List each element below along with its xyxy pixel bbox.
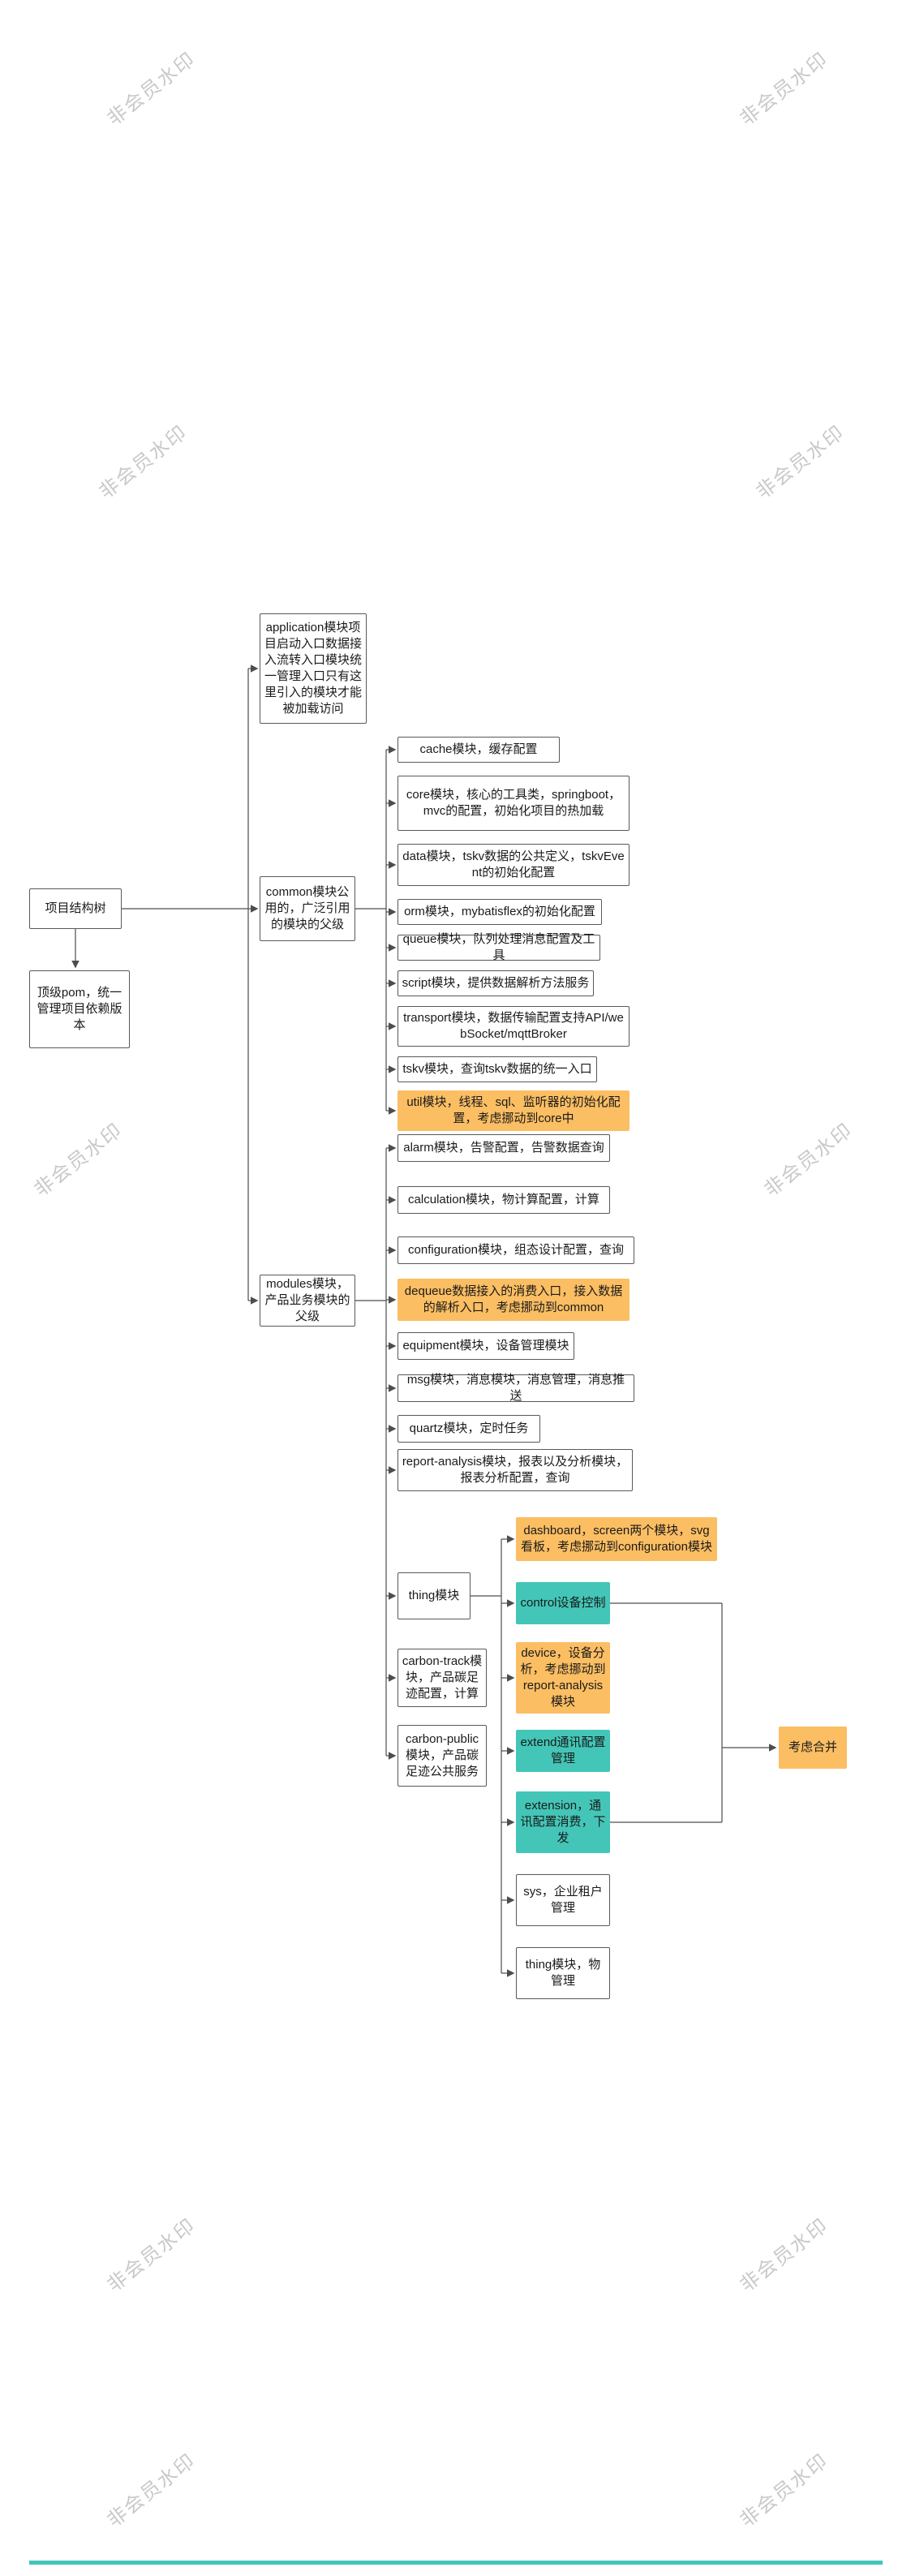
node-transport: transport模块，数据传输配置支持API/webSocket/mqttBr…	[397, 1006, 630, 1047]
node-configuration: configuration模块，组态设计配置，查询	[397, 1236, 634, 1264]
node-thing-parent: thing模块	[397, 1572, 471, 1619]
node-carbon-public: carbon-public模块，产品碳足迹公共服务	[397, 1725, 487, 1787]
watermark-text: 非会员水印	[103, 2449, 200, 2532]
node-extend: extend通讯配置管理	[516, 1730, 610, 1772]
node-thing: thing模块，物管理	[516, 1947, 610, 1999]
node-device: device，设备分析，考虑挪动到report-analysis模块	[516, 1642, 610, 1714]
node-pom: 顶级pom，统一管理项目依赖版本	[29, 970, 130, 1048]
node-calculation: calculation模块，物计算配置，计算	[397, 1186, 610, 1214]
node-application: application模块项目启动入口数据接入流转入口模块统一管理入口只有这里引…	[260, 613, 367, 724]
node-quartz: quartz模块，定时任务	[397, 1415, 540, 1443]
node-data: data模块，tskv数据的公共定义，tskvEvent的初始化配置	[397, 844, 630, 886]
node-dashboard: dashboard，screen两个模块，svg看板，考虑挪动到configur…	[516, 1517, 717, 1561]
node-dequeue: dequeue数据接入的消费入口，接入数据的解析入口，考虑挪动到common	[397, 1279, 630, 1321]
node-sys: sys，企业租户管理	[516, 1874, 610, 1926]
node-cache: cache模块，缓存配置	[397, 737, 560, 763]
node-root: 项目结构树	[29, 888, 122, 929]
node-core: core模块，核心的工具类，springboot，mvc的配置，初始化项目的热加…	[397, 776, 630, 831]
node-util: util模块，线程、sql、监听器的初始化配置，考虑挪动到core中	[397, 1090, 630, 1131]
watermark-text: 非会员水印	[95, 421, 192, 504]
watermark-text: 非会员水印	[30, 1119, 127, 1202]
node-merge: 考虑合并	[779, 1727, 847, 1769]
node-alarm: alarm模块，告警配置，告警数据查询	[397, 1134, 610, 1162]
node-script: script模块，提供数据解析方法服务	[397, 970, 594, 996]
watermark-text: 非会员水印	[736, 2214, 833, 2297]
node-queue: queue模块，队列处理消息配置及工具	[397, 932, 600, 962]
watermark-text: 非会员水印	[103, 2214, 200, 2297]
watermark-text: 非会员水印	[752, 421, 849, 504]
node-report-analysis: report-analysis模块，报表以及分析模块，报表分析配置，查询	[397, 1449, 633, 1491]
watermark-text: 非会员水印	[736, 2449, 833, 2532]
node-extension: extension，通讯配置消费，下发	[516, 1791, 610, 1853]
node-modules: modules模块，产品业务模块的父级	[260, 1275, 355, 1327]
bottom-edge-line	[29, 2561, 883, 2565]
node-control: control设备控制	[516, 1582, 610, 1624]
watermark-text: 非会员水印	[103, 48, 200, 131]
node-tskv: tskv模块，查询tskv数据的统一入口	[397, 1056, 597, 1082]
node-equipment: equipment模块，设备管理模块	[397, 1332, 574, 1360]
node-common: common模块公用的，广泛引用的模块的父级	[260, 876, 355, 941]
watermark-text: 非会员水印	[760, 1119, 857, 1202]
node-msg: msg模块，消息模块，消息管理，消息推送	[397, 1373, 634, 1403]
node-orm: orm模块，mybatisflex的初始化配置	[397, 899, 602, 925]
node-carbon-track: carbon-track模块，产品碳足迹配置，计算	[397, 1649, 487, 1707]
watermark-text: 非会员水印	[736, 48, 833, 131]
